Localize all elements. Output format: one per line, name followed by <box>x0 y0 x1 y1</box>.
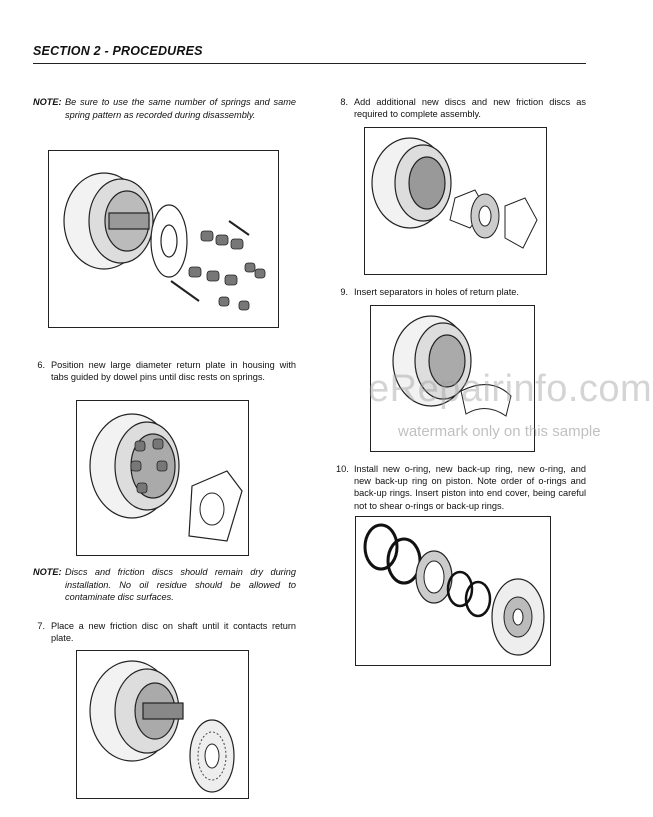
step-10: 10. Install new o-ring, new back-up ring… <box>336 463 586 515</box>
housing-springs-illustration <box>63 172 266 311</box>
step-9: 9. Insert separators in holes of return … <box>336 286 586 300</box>
figure-piston-orings <box>355 516 551 666</box>
step-number: 8. <box>340 97 348 107</box>
figure-friction-disc <box>76 650 249 799</box>
note-label: NOTE: <box>33 567 62 577</box>
step-number: 10. <box>336 464 349 474</box>
separator-insert-illustration <box>392 315 512 417</box>
watermark-text: eRepairinfo.com <box>368 368 653 410</box>
figure-return-plate <box>76 400 249 556</box>
note-text: Discs and friction discs should remain d… <box>65 567 296 603</box>
note-label: NOTE: <box>33 97 62 107</box>
note-dry-discs: NOTE: Discs and friction discs should re… <box>33 566 296 606</box>
step-8: 8. Add additional new discs and new fric… <box>336 96 586 124</box>
note-text: Be sure to use the same number of spring… <box>65 97 296 120</box>
step-text: Place a new friction disc on shaft until… <box>51 621 296 644</box>
step-text: Position new large diameter return plate… <box>51 360 296 383</box>
return-plate-illustration <box>89 413 243 542</box>
step-text: Insert separators in holes of return pla… <box>354 287 519 297</box>
step-number: 6. <box>37 360 45 370</box>
step-text: Add additional new discs and new frictio… <box>354 97 586 120</box>
step-number: 7. <box>37 621 45 631</box>
disc-stack-illustration <box>371 137 538 249</box>
figure-housing-springs <box>48 150 279 328</box>
friction-disc-illustration <box>89 660 235 793</box>
section-title: SECTION 2 - PROCEDURES <box>33 44 203 58</box>
step-number: 9. <box>340 287 348 297</box>
step-6: 6. Position new large diameter return pl… <box>33 359 296 399</box>
step-text: Install new o-ring, new back-up ring, ne… <box>354 464 586 511</box>
figure-disc-stack <box>364 127 547 275</box>
piston-orings-illustration <box>363 523 545 656</box>
note-springs: NOTE: Be sure to use the same number of … <box>33 96 296 136</box>
figure-separators <box>370 305 535 452</box>
header-rule <box>33 63 586 64</box>
step-7: 7. Place a new friction disc on shaft un… <box>33 620 296 648</box>
watermark-subtext: watermark only on this sample <box>398 423 601 440</box>
